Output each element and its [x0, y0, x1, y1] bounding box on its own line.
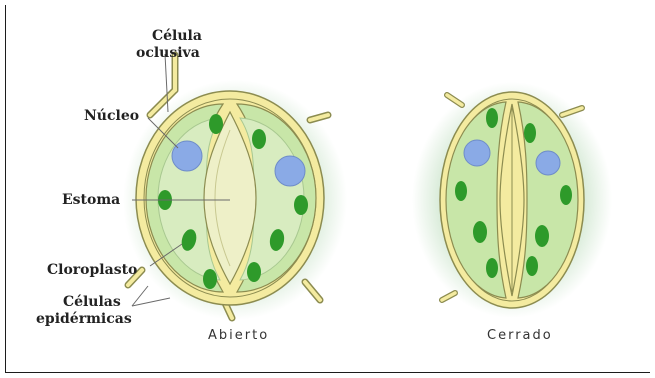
epidermal-cells-label: Células epidérmicas	[52, 294, 132, 328]
chloroplast	[209, 114, 223, 134]
closed-stoma	[412, 82, 612, 318]
closed-nucleus-right	[536, 151, 560, 175]
chloroplast	[560, 185, 572, 205]
chloroplast	[535, 225, 549, 247]
stoma-label: Estoma	[62, 192, 120, 209]
closed-nucleus-left	[464, 140, 490, 166]
chloroplast	[203, 269, 217, 289]
chloroplast	[524, 123, 536, 143]
chloroplast	[473, 221, 487, 243]
chloroplast	[252, 129, 266, 149]
open-nucleus-right	[275, 156, 305, 186]
chloroplast	[486, 258, 498, 278]
chloroplast	[486, 108, 498, 128]
chloroplast	[526, 256, 538, 276]
open-caption: Abierto	[208, 328, 269, 343]
nucleus-label: Núcleo	[84, 108, 139, 125]
guard-cell-label-line2: oclusiva	[136, 45, 202, 62]
chloroplast	[247, 262, 261, 282]
guard-cell-label-line1: Célula	[152, 28, 202, 45]
open-stoma	[123, 55, 347, 320]
closed-caption: Cerrado	[487, 328, 553, 343]
chloroplast	[294, 195, 308, 215]
epidermal-cells-label-line1: Células	[52, 294, 132, 311]
chloroplast	[455, 181, 467, 201]
guard-cell-label: Célula oclusiva	[152, 28, 202, 62]
epidermal-cells-label-line2: epidérmicas	[36, 311, 132, 328]
chloroplast-label: Cloroplasto	[47, 262, 137, 279]
open-nucleus-left	[172, 141, 202, 171]
